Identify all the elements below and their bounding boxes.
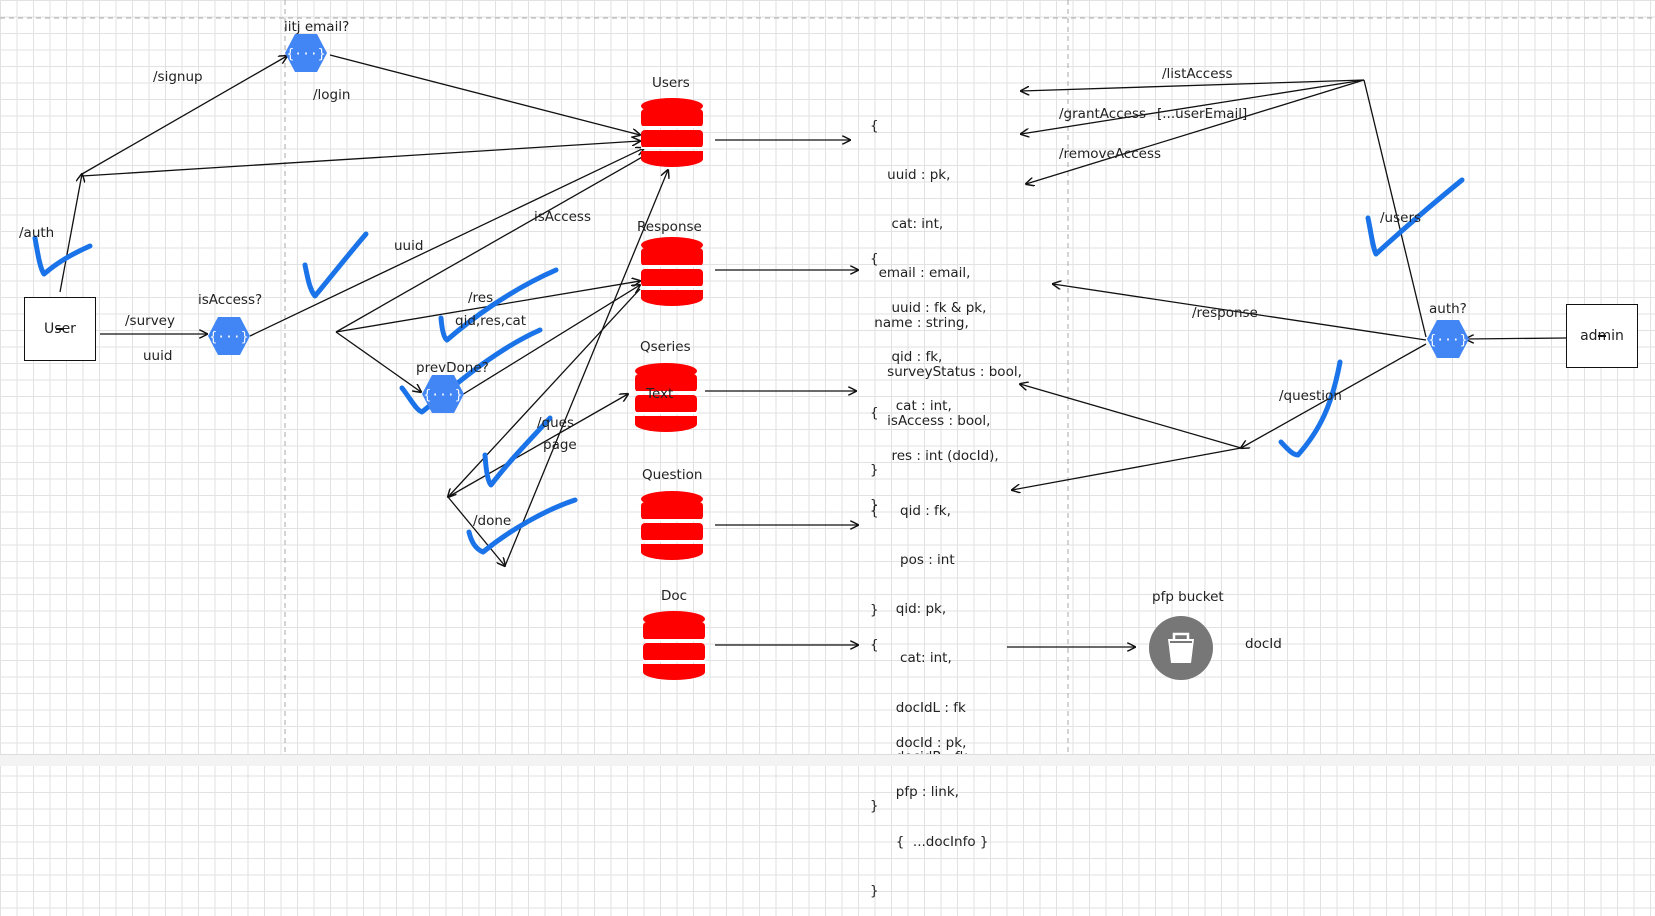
schema-line: uuid : pk, (870, 167, 951, 184)
checkmark-icon (1365, 177, 1465, 257)
admin-node[interactable]: admin (1566, 304, 1638, 368)
edges (59, 54, 1567, 647)
users-schema: { uuid : pk, cat: int, email : email, na… (870, 85, 1022, 495)
qid-res-cat-edge-label: qid,res,cat (455, 313, 527, 329)
doc-table-label: Doc (661, 588, 688, 604)
schema-line: qid : fk, (870, 503, 951, 520)
page-guides (0, 0, 1655, 754)
response-schema: { uuid : fk & pk, qid : fk, cat : int, r… (870, 218, 999, 530)
schema-line: qid : fk, (870, 349, 943, 366)
response-table-label: Response (637, 219, 702, 235)
response-database-icon[interactable] (640, 236, 704, 308)
schema-line: cat : int, (870, 398, 952, 415)
schema-line: email : email, (870, 265, 971, 282)
qseries-database-icon[interactable] (634, 362, 698, 434)
is-access-label: isAccess? (198, 292, 263, 308)
survey-edge-label: /survey (125, 313, 175, 329)
schema-line: } (870, 462, 879, 479)
schema-line: name : string, (870, 314, 969, 331)
signup-edge-label: /signup (153, 69, 203, 85)
schema-line: docIdL : fk (870, 699, 966, 716)
checkmarks (32, 177, 1465, 555)
checkmark-icon (466, 497, 578, 555)
checkmark-icon (1278, 359, 1343, 458)
user-email-edge-label: [...userEmail] (1157, 106, 1248, 122)
schema-line: res : int (docId), (870, 447, 999, 464)
checkmark-icon (302, 231, 369, 299)
schema-line: isAccess : bool, (870, 413, 991, 430)
ques-edge-label: /ques (537, 415, 575, 431)
done-edge-label: /done (473, 513, 512, 529)
users-database-icon[interactable] (640, 97, 704, 169)
schema-line: docId : pk, (870, 735, 967, 752)
admin-label: admin (1580, 328, 1624, 344)
question-table-label: Question (642, 467, 703, 483)
schema-line: cat: int, (870, 216, 944, 233)
login-edge-label: /login (313, 87, 351, 103)
schema-line: surveyStatus : bool, (870, 363, 1022, 380)
schema-line: { (870, 404, 879, 421)
qseries-schema: { qid : fk, pos : int } (870, 372, 955, 635)
user-label: User (44, 321, 76, 337)
prev-done-function-icon[interactable]: {···} (421, 374, 465, 414)
qseries-table-label: Qseries (640, 339, 691, 355)
page-edge-label: page (543, 437, 577, 453)
auth-label: auth? (1429, 301, 1467, 317)
schema-line (870, 552, 967, 568)
svg-text:{···}: {···} (286, 47, 325, 62)
iitj-email-label: iitj email? (284, 19, 350, 35)
schema-line: { (870, 250, 879, 267)
schema-line (870, 454, 955, 470)
users-table-label: Users (652, 75, 690, 91)
remove-access-edge-label: /removeAccess (1059, 146, 1162, 162)
is-access-edge-label: isAccess (534, 209, 591, 225)
svg-text:{···}: {···} (1428, 333, 1467, 348)
uuid-edge-label: uuid (394, 238, 424, 254)
schema-line: pfp : link, (870, 784, 959, 801)
diagram-canvas (0, 0, 1655, 754)
schema-line (870, 686, 988, 702)
auth-function-icon[interactable]: {···} (1426, 319, 1470, 359)
is-access-function-icon[interactable]: {···} (207, 316, 251, 356)
schema-line: uuid : fk & pk, (870, 300, 987, 317)
checkmark-icon (32, 235, 93, 277)
storage-bucket-icon[interactable] (1148, 615, 1214, 681)
iitj-email-function-icon[interactable]: {···} (284, 33, 328, 73)
list-access-edge-label: /listAccess (1162, 66, 1233, 82)
prev-done-label: prevDone? (416, 360, 489, 376)
pfp-bucket-label: pfp bucket (1152, 589, 1224, 605)
schema-line: } (870, 601, 879, 618)
doc-id-edge-label: docId (1245, 636, 1282, 652)
svg-text:{···}: {···} (423, 388, 462, 403)
checkmark-icon (482, 415, 553, 488)
checkmark-icon (438, 267, 559, 343)
canvas-bottom-bar (0, 754, 1655, 766)
question-edge-label: /question (1279, 388, 1342, 404)
response-edge-label: /response (1192, 305, 1258, 321)
schema-line: { ...docInfo } (870, 833, 989, 850)
schema-line: cat: int, (870, 650, 952, 667)
grant-access-edge-label: /grantAccess (1059, 106, 1147, 122)
schema-line: qid: pk, (870, 601, 947, 618)
schema-line: { (870, 636, 879, 653)
uuid-edge-label: uuid (143, 348, 173, 364)
schema-line: pos : int (870, 552, 955, 569)
schema-line: { (870, 502, 879, 519)
schema-line: } (870, 882, 879, 899)
schema-line: { (870, 117, 879, 134)
qseries-text-label: Text (646, 386, 674, 402)
doc-database-icon[interactable] (642, 610, 706, 682)
question-database-icon[interactable] (640, 490, 704, 562)
auth-edge-label: /auth (19, 225, 55, 241)
svg-text:{···}: {···} (209, 330, 248, 345)
user-node[interactable]: User (24, 297, 96, 361)
schema-line: } (870, 496, 879, 513)
res-edge-label: /res (468, 290, 494, 306)
users-edge-label: /users (1380, 210, 1422, 226)
